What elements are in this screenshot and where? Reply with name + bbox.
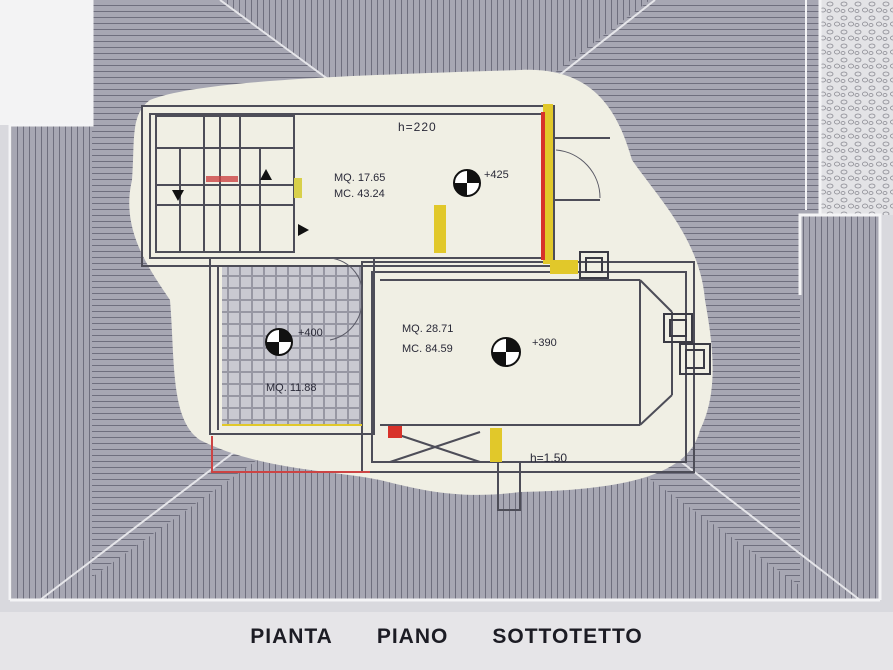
room3-area-label: MQ. 11.88	[266, 382, 317, 394]
paper-margin	[0, 0, 92, 125]
plan-title-word-1: PIANTA	[250, 625, 333, 648]
plan-title: PIANTA PIANO SOTTOTETTO	[0, 612, 893, 662]
gravel-area	[820, 0, 893, 215]
room2-area-label: MQ. 28.71	[402, 323, 453, 335]
chimneys	[579, 251, 711, 375]
room2-volume-label: MC. 84.59	[402, 343, 453, 355]
roof-outline	[8, 0, 882, 602]
level-marker-390	[491, 337, 521, 367]
ceiling-height-bottom: h=1.50	[530, 451, 567, 465]
level-marker-400	[265, 328, 293, 356]
plan-title-word-2: PIANO	[376, 625, 449, 648]
stair-arrows	[172, 169, 309, 236]
room1-volume-label: MC. 43.24	[334, 188, 385, 200]
plan-title-word-3: SOTTOTETTO	[492, 625, 643, 648]
level-marker-425	[453, 169, 481, 197]
structure-marks	[211, 104, 578, 473]
attic-floor-plan: MQ. 17.65 MC. 43.24 +425 MQ. 28.71 MC. 8…	[0, 0, 893, 612]
room2-level-label: +390	[532, 337, 557, 349]
door-swings	[329, 149, 601, 341]
ceiling-height-top: h=220	[398, 120, 437, 134]
room3-level-label: +400	[298, 327, 323, 339]
room1-area-label: MQ. 17.65	[334, 172, 385, 184]
room1-level-label: +425	[484, 169, 509, 181]
